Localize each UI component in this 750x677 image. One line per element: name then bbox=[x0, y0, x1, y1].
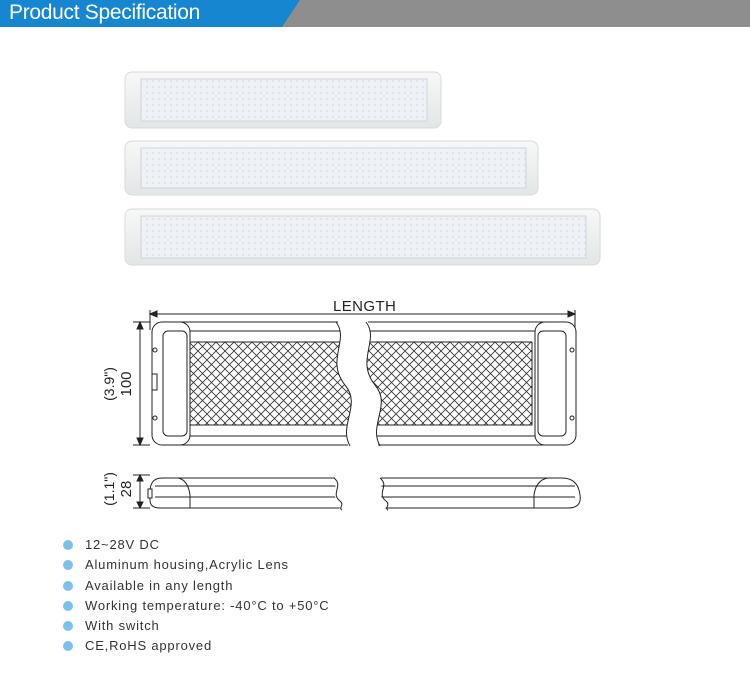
header-tab bbox=[0, 0, 300, 27]
height-inch-label: (3.9") bbox=[101, 367, 117, 401]
bullet-icon bbox=[63, 560, 73, 571]
list-item: CE,RoHS approved bbox=[63, 636, 329, 656]
list-item: Working temperature: -40°C to +50°C bbox=[63, 596, 329, 616]
page-title: Product Specification bbox=[9, 1, 200, 24]
list-item: Aluminum housing,Acrylic Lens bbox=[63, 555, 329, 575]
height-mm-label: 100 bbox=[118, 371, 135, 396]
bullet-icon bbox=[63, 641, 73, 652]
bullet-icon bbox=[63, 540, 73, 550]
depth-mm-label: 28 bbox=[118, 481, 135, 498]
list-item: With switch bbox=[63, 616, 329, 636]
list-item: 12~28V DC bbox=[63, 535, 329, 555]
light-bar-long bbox=[124, 208, 601, 266]
bullet-icon bbox=[63, 621, 73, 632]
bullet-icon bbox=[63, 600, 73, 611]
light-bar-short bbox=[124, 71, 442, 129]
bullet-icon bbox=[63, 580, 73, 591]
depth-inch-label: (1.1") bbox=[101, 472, 117, 506]
list-item: Available in any length bbox=[63, 576, 329, 596]
technical-drawing-top-view bbox=[133, 310, 577, 450]
light-bar-medium bbox=[124, 140, 539, 196]
technical-drawing-side-view bbox=[133, 473, 581, 514]
length-label: LENGTH bbox=[333, 298, 396, 315]
spec-list: 12~28V DC Aluminum housing,Acrylic Lens … bbox=[63, 535, 329, 657]
